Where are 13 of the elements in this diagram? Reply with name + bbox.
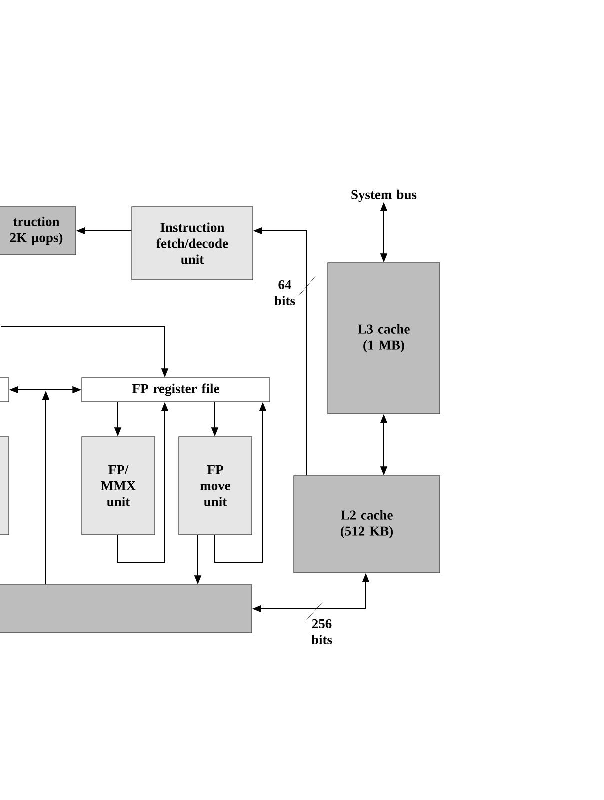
unit-box: FP/ MMX unit — [82, 436, 156, 536]
edge-label: 64 bits — [274, 280, 296, 306]
unit-box — [0, 436, 10, 536]
trace-cache-box: truction 2K μops) — [0, 206, 76, 256]
register-box — [0, 378, 10, 402]
unit-box: FP move unit — [178, 436, 252, 536]
register-file-box: FP register file — [82, 378, 270, 402]
edge-label: 256 bits — [312, 619, 332, 645]
cache-box: L3 cache (1 MB) — [328, 262, 440, 414]
fetch-decode-box: Instruction fetch/decode unit — [132, 206, 254, 280]
bus-label: System bus — [352, 190, 417, 202]
bus-box — [0, 584, 252, 634]
cache-box: L2 cache (512 KB) — [294, 476, 440, 574]
